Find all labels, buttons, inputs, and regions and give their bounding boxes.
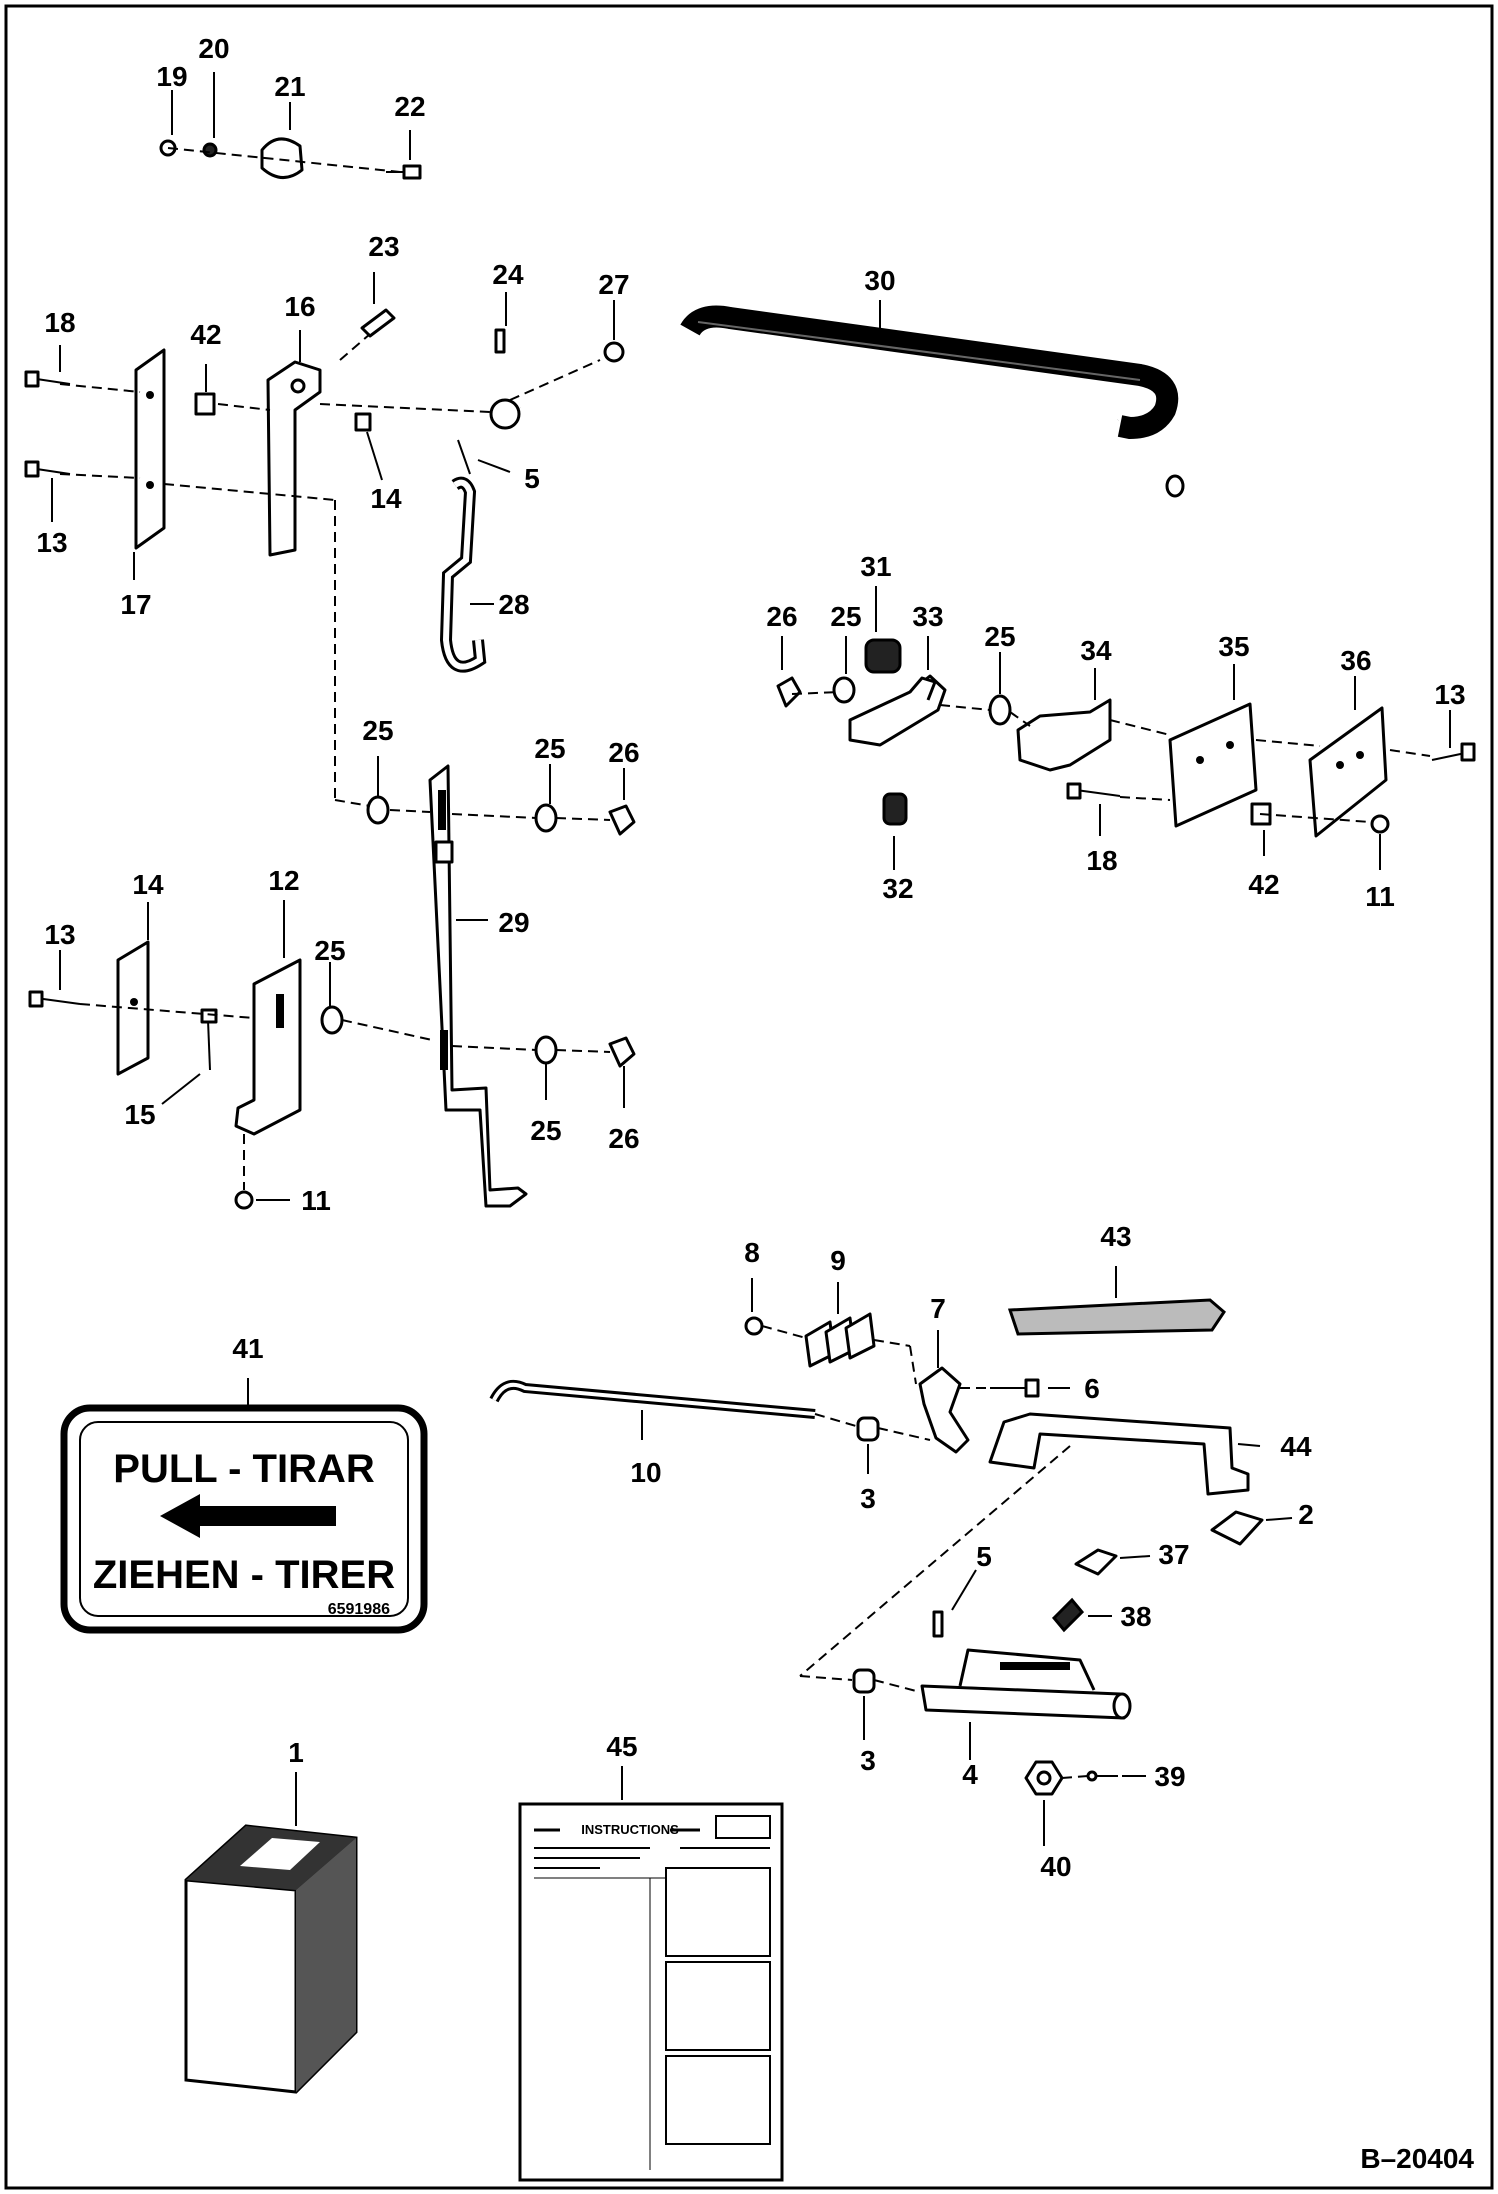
- callout-42: 42: [190, 319, 221, 350]
- callout-11: 11: [1365, 881, 1395, 912]
- diagram-frame: [4, 4, 1494, 2190]
- callout-1: 1: [288, 1737, 304, 1768]
- callout-29: 29: [498, 907, 529, 938]
- callout-22: 22: [394, 91, 425, 122]
- callout-13: 13: [44, 919, 75, 950]
- callout-40: 40: [1040, 1851, 1071, 1882]
- callout-34: 34: [1080, 635, 1112, 666]
- callout-7: 7: [930, 1293, 946, 1324]
- part-group-lower-linkage: [28, 756, 636, 1210]
- callout-41: 41: [232, 1333, 263, 1364]
- callout-20: 20: [198, 33, 229, 64]
- callout-10: 10: [630, 1457, 661, 1488]
- callout-8: 8: [744, 1237, 760, 1268]
- sign-part-number: 6591986: [328, 1601, 390, 1618]
- part-group-pull-rod: [489, 1266, 1293, 1846]
- callout-43: 43: [1100, 1221, 1131, 1252]
- callout-44: 44: [1280, 1431, 1312, 1462]
- instructions-header: INSTRUCTIONS: [581, 1822, 679, 1837]
- part-group-top-hardware: [159, 72, 422, 180]
- decal-pull-sign: PULL - TIRAR ZIEHEN - TIRER 6591986: [60, 1378, 428, 1634]
- callout-3: 3: [860, 1745, 876, 1776]
- callout-28: 28: [498, 589, 529, 620]
- callout-18: 18: [44, 307, 75, 338]
- callout-33: 33: [912, 601, 943, 632]
- callout-26: 26: [608, 737, 639, 768]
- callout-2: 2: [1298, 1499, 1314, 1530]
- callout-11: 11: [301, 1185, 331, 1216]
- callout-13: 13: [1434, 679, 1465, 710]
- callout-42: 42: [1248, 869, 1279, 900]
- callout-12: 12: [268, 865, 299, 896]
- callout-37: 37: [1158, 1539, 1189, 1570]
- part-group-latch-assembly: [776, 586, 1476, 870]
- arrow-left-icon: [160, 1494, 336, 1538]
- callout-16: 16: [284, 291, 315, 322]
- callout-23: 23: [368, 231, 399, 262]
- callout-5: 5: [976, 1541, 992, 1572]
- part-group-handle-bar: [24, 272, 1185, 807]
- callout-25: 25: [362, 715, 393, 746]
- callout-25: 25: [984, 621, 1015, 652]
- instructions-sheet: INSTRUCTIONS: [518, 1766, 784, 2182]
- callout-3: 3: [860, 1483, 876, 1514]
- sign-line-2: ZIEHEN - TIRER: [93, 1553, 395, 1597]
- callout-25: 25: [534, 733, 565, 764]
- callout-19: 19: [156, 61, 187, 92]
- callout-14: 14: [132, 869, 164, 900]
- callout-36: 36: [1340, 645, 1371, 676]
- callout-35: 35: [1218, 631, 1249, 662]
- callout-9: 9: [830, 1245, 846, 1276]
- callout-31: 31: [860, 551, 891, 582]
- callout-25: 25: [530, 1115, 561, 1146]
- callout-27: 27: [598, 269, 629, 300]
- callout-32: 32: [882, 873, 913, 904]
- callout-14: 14: [370, 483, 402, 514]
- callout-5: 5: [524, 463, 540, 494]
- callout-45: 45: [606, 1731, 637, 1762]
- callout-15: 15: [124, 1099, 155, 1130]
- callout-13: 13: [36, 527, 67, 558]
- callout-26: 26: [766, 601, 797, 632]
- callout-25: 25: [314, 935, 345, 966]
- callout-24: 24: [492, 259, 524, 290]
- callout-18: 18: [1086, 845, 1117, 876]
- callout-25: 25: [830, 601, 861, 632]
- callout-38: 38: [1120, 1601, 1151, 1632]
- callout-labels: 19 20 21 22 23 24 27 30 18 42 16 14 5 13…: [36, 33, 1465, 1882]
- callout-17: 17: [120, 589, 151, 620]
- callout-21: 21: [274, 71, 305, 102]
- callout-4: 4: [962, 1759, 978, 1790]
- sign-line-1: PULL - TIRAR: [113, 1447, 375, 1491]
- callout-30: 30: [864, 265, 895, 296]
- callout-6: 6: [1084, 1373, 1100, 1404]
- callout-39: 39: [1154, 1761, 1185, 1792]
- part-box: [184, 1772, 358, 2094]
- figure-code: B–20404: [1360, 2143, 1474, 2174]
- callout-26: 26: [608, 1123, 639, 1154]
